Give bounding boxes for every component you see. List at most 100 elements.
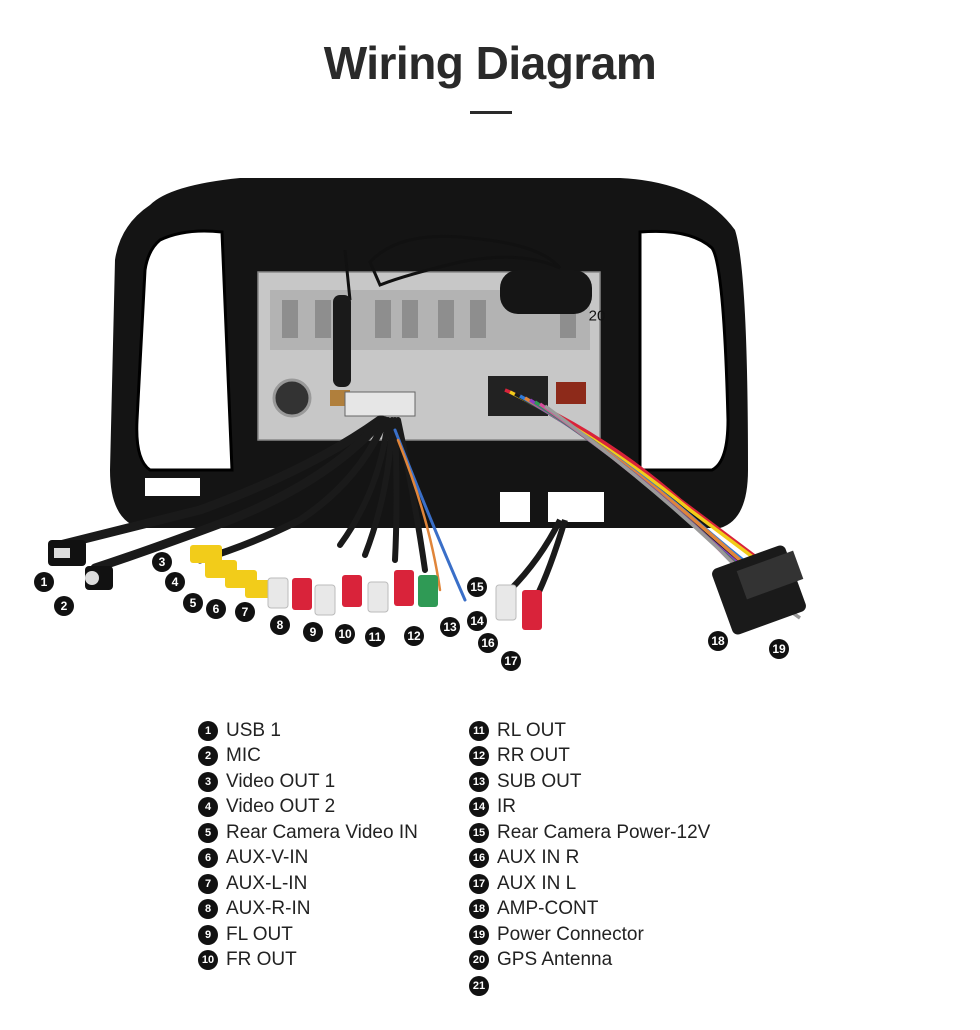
callout-1: 1 xyxy=(34,572,54,592)
callout-badge xyxy=(404,626,424,646)
legend-number-badge: 20 xyxy=(469,950,489,971)
legend-number-badge: 6 xyxy=(198,848,218,869)
legend-number-badge: 5 xyxy=(198,822,218,843)
head-unit-chassis xyxy=(257,271,601,441)
legend-label: Video OUT 1 xyxy=(226,770,336,792)
legend-label: IR xyxy=(497,796,516,818)
legend-item-3: 3 Video OUT 1 xyxy=(198,769,418,795)
legend-label: MIC xyxy=(226,745,261,767)
legend-number-badge: 12 xyxy=(469,746,489,767)
callout-label: 17 xyxy=(504,654,518,668)
callout-16: 16 xyxy=(478,633,498,653)
legend-number-badge: 1 xyxy=(198,720,218,741)
rca-cable-bundle xyxy=(55,415,467,602)
legend-item-11: 11 RL OUT xyxy=(469,718,710,744)
legend-number-badge: 15 xyxy=(469,822,489,843)
callout-badge xyxy=(478,633,498,653)
legend-item-7: 7 AUX-L-IN xyxy=(198,871,418,897)
legend-item-20: 20 GPS Antenna xyxy=(469,948,710,974)
legend-label: Rear Camera Video IN xyxy=(226,821,418,843)
callout-label: 1 xyxy=(41,575,48,589)
callout-badge xyxy=(206,599,226,619)
title-underline xyxy=(470,111,512,114)
callout-label: 6 xyxy=(213,602,220,616)
rca-plugs xyxy=(190,545,438,616)
callout-label: 2 xyxy=(61,599,68,613)
gps-antenna xyxy=(343,234,592,314)
legend-number-badge: 10 xyxy=(198,950,218,971)
legend-label: Power Connector xyxy=(497,923,644,945)
callout-8: 8 xyxy=(270,615,290,635)
callout-18: 18 xyxy=(708,631,728,651)
legend-number-badge: 2 xyxy=(198,746,218,767)
callout-9: 9 xyxy=(303,622,323,642)
mic-plug xyxy=(85,566,113,590)
callout-6: 6 xyxy=(206,599,226,619)
callout-3: 3 xyxy=(152,552,172,572)
callout-label: 15 xyxy=(470,580,484,594)
callout-badge xyxy=(365,627,385,647)
power-connector xyxy=(712,545,806,635)
callout-label: 4 xyxy=(172,575,179,589)
legend-item-21: 21 xyxy=(469,973,710,999)
callout-badge xyxy=(335,624,355,644)
aux-in-rca-pair xyxy=(495,518,568,630)
wifi-antenna xyxy=(333,295,351,387)
callout-label: 19 xyxy=(772,642,786,656)
callout-badge xyxy=(467,577,487,597)
callout-label: 11 xyxy=(369,630,382,644)
callout-label: 13 xyxy=(443,620,457,634)
callout-badge xyxy=(152,552,172,572)
legend-item-1: 1 USB 1 xyxy=(198,718,418,744)
callout-label: 5 xyxy=(190,596,197,610)
legend-number-badge: 16 xyxy=(469,848,489,869)
callout-7: 7 xyxy=(235,602,255,622)
legend-label: FL OUT xyxy=(226,923,293,945)
callout-4: 4 xyxy=(165,572,185,592)
legend-label: RR OUT xyxy=(497,745,570,767)
callout-2: 2 xyxy=(54,596,74,616)
callout-19: 19 xyxy=(769,639,789,659)
callout-badge xyxy=(440,617,460,637)
legend-item-5: 5 Rear Camera Video IN xyxy=(198,820,418,846)
legend-number-badge: 7 xyxy=(198,873,218,894)
callout-13: 13 xyxy=(440,617,460,637)
legend-number-badge: 18 xyxy=(469,899,489,920)
callout-10: 10 xyxy=(335,624,355,644)
legend-number-badge: 4 xyxy=(198,797,218,818)
legend-number-badge: 8 xyxy=(198,899,218,920)
legend-label: RL OUT xyxy=(497,719,566,741)
legend-number-badge: 3 xyxy=(198,771,218,792)
legend-label: GPS Antenna xyxy=(497,949,613,971)
callout-badge xyxy=(303,622,323,642)
callout-badge xyxy=(165,572,185,592)
legend-number-badge: 13 xyxy=(469,771,489,792)
callout-14: 14 xyxy=(467,611,487,631)
legend-label: AUX IN L xyxy=(497,872,577,894)
callout-15: 15 xyxy=(467,577,487,597)
legend-item-2: 2 MIC xyxy=(198,744,418,770)
callout-badge xyxy=(183,593,203,613)
callout-badge xyxy=(501,651,521,671)
legend-label: AUX-L-IN xyxy=(226,872,308,894)
callout-badge xyxy=(34,572,54,592)
legend-label: USB 1 xyxy=(226,719,281,741)
legend-label: SUB OUT xyxy=(497,770,582,792)
legend-number-badge: 11 xyxy=(469,720,489,741)
callout-badge xyxy=(467,611,487,631)
callout-label: 9 xyxy=(310,625,317,639)
callout-badge xyxy=(54,596,74,616)
callout-label: 16 xyxy=(481,636,495,650)
